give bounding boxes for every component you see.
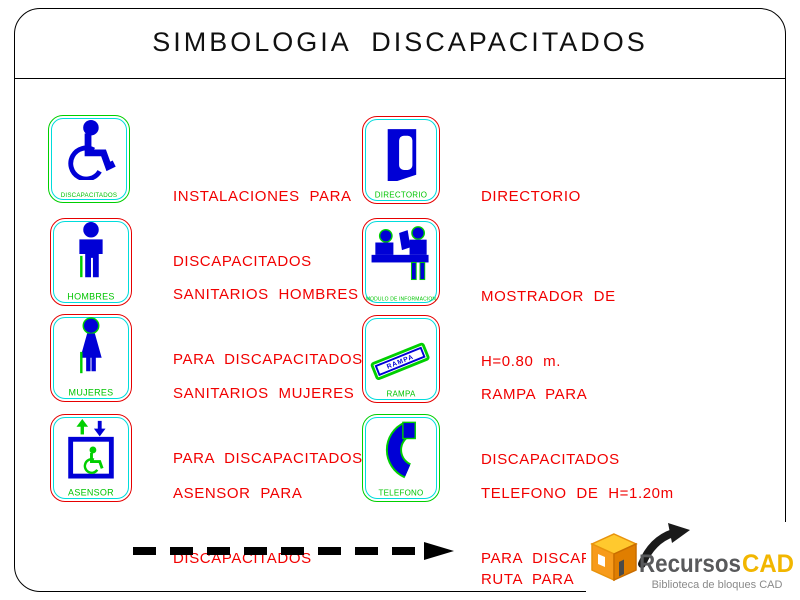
sign-inner-frame [51, 118, 127, 200]
elevator-icon [68, 418, 114, 479]
sign-label: MUJERES [68, 388, 114, 398]
telephone-icon [385, 421, 416, 479]
wheelchair-icon [68, 119, 116, 180]
title-separator [14, 78, 785, 79]
logo-cube-icon [590, 533, 638, 582]
logo-tagline: Biblioteca de bloques CAD [652, 579, 783, 591]
sheet-border [14, 8, 786, 592]
sign-label: RAMPA [386, 390, 416, 399]
ramp-icon: RAMPA [370, 342, 430, 380]
man-icon [79, 221, 103, 278]
sign-inner-frame [53, 417, 129, 499]
legend-text: MOSTRADOR DE H=0.80 m. [481, 288, 616, 370]
logo-arrow-icon [638, 523, 690, 568]
legend-text: SANITARIOS MUJERES PARA DISCAPACITADOS [173, 385, 363, 467]
logo-brand-primary: Recursos [639, 550, 741, 578]
legend-text: RAMPA PARA DISCAPACITADOS [481, 386, 620, 468]
sign-inner-frame [53, 221, 129, 303]
legend-text: DIRECTORIO [481, 188, 581, 205]
route-dashed-arrow [133, 542, 454, 560]
sign-label: DISCAPACITADOS [60, 192, 118, 199]
sign-label: MODULO DE INFORMACION [365, 296, 437, 303]
logo-brand-secondary: CAD [742, 550, 794, 578]
sign-inner-frame [365, 221, 437, 303]
legend-text: INSTALACIONES PARA DISCAPACITADOS [173, 188, 352, 270]
sign-inner-frame [365, 318, 437, 400]
info-desk-icon [371, 226, 429, 281]
sign-label: TELEFONO [378, 489, 424, 498]
sign-rampa: RAMPA RAMPA [362, 315, 440, 403]
sign-hombres: HOMBRES [50, 218, 132, 306]
sign-label: ASENSOR [68, 488, 114, 498]
sign-directorio: DIRECTORIO [362, 116, 440, 204]
sign-inner-frame [365, 119, 437, 201]
woman-icon [80, 317, 102, 374]
recursoscad-logo: Recursos CAD Biblioteca de bloques CAD [586, 522, 794, 596]
sign-mujeres: MUJERES [50, 314, 132, 402]
sign-label: HOMBRES [67, 292, 115, 302]
legend-text: SANITARIOS HOMBRES PARA DISCAPACITADOS [173, 286, 363, 368]
sign-discapacitados: DISCAPACITADOS [48, 115, 130, 203]
sign-telefono: TELEFONO [362, 414, 440, 502]
page-title: SIMBOLOGIA DISCAPACITADOS [152, 27, 648, 57]
route-label: RUTA PARA DISCAPACITADOS [481, 571, 575, 588]
sign-inner-frame [365, 417, 437, 499]
sign-asensor: ASENSOR [50, 414, 132, 502]
door-icon [387, 129, 417, 181]
sign-modulo-informacion: MODULO DE INFORMACION [362, 218, 440, 306]
sign-label: DIRECTORIO [374, 191, 428, 200]
legend-text: ASENSOR PARA DISCAPACITADOS [173, 485, 312, 567]
